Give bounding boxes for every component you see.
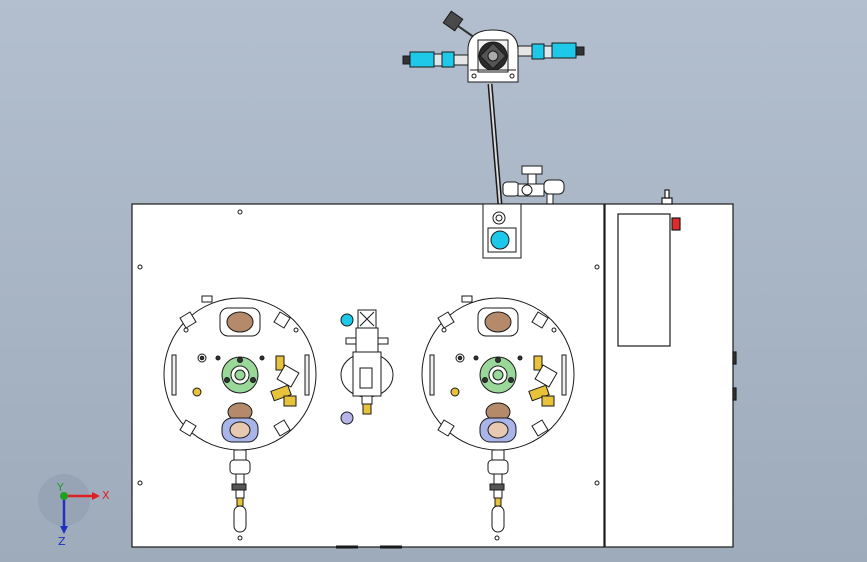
control-cabinet: [604, 189, 737, 548]
right-round-plate: [421, 295, 575, 451]
x-axis-label: X: [102, 489, 110, 502]
lilac-indicator: [340, 411, 354, 425]
right-drain-valve: [487, 449, 509, 533]
left-round-plate: [163, 295, 317, 451]
pivot-housing: [467, 29, 519, 83]
left-drain-valve: [229, 449, 251, 533]
cyan-indicator: [340, 313, 354, 327]
left-brass-fittings: [270, 355, 300, 407]
left-plate-tabs: [179, 295, 291, 437]
left-top-port: [219, 307, 261, 337]
right-brass-fittings: [528, 355, 558, 407]
center-pump-unit: [340, 309, 394, 425]
right-cyan-nozzle: [517, 42, 585, 60]
left-cyan-nozzle: [402, 51, 469, 68]
right-blue-flange: [479, 402, 517, 443]
coordinate-triad: X Y Z: [38, 474, 110, 548]
left-green-flange: [221, 356, 259, 394]
left-blue-flange: [221, 402, 259, 443]
y-axis-label: Y: [56, 481, 64, 494]
right-plate-tabs: [437, 295, 549, 437]
pivot-head-assembly: [402, 10, 585, 206]
actuator-block: [482, 203, 522, 259]
cabinet-top-vent: [661, 189, 673, 205]
z-axis-label: Z: [58, 535, 66, 548]
top-valve-cluster: [502, 165, 565, 205]
right-top-port: [477, 307, 519, 337]
right-green-flange: [479, 356, 517, 394]
emergency-stop-button: [671, 217, 681, 231]
